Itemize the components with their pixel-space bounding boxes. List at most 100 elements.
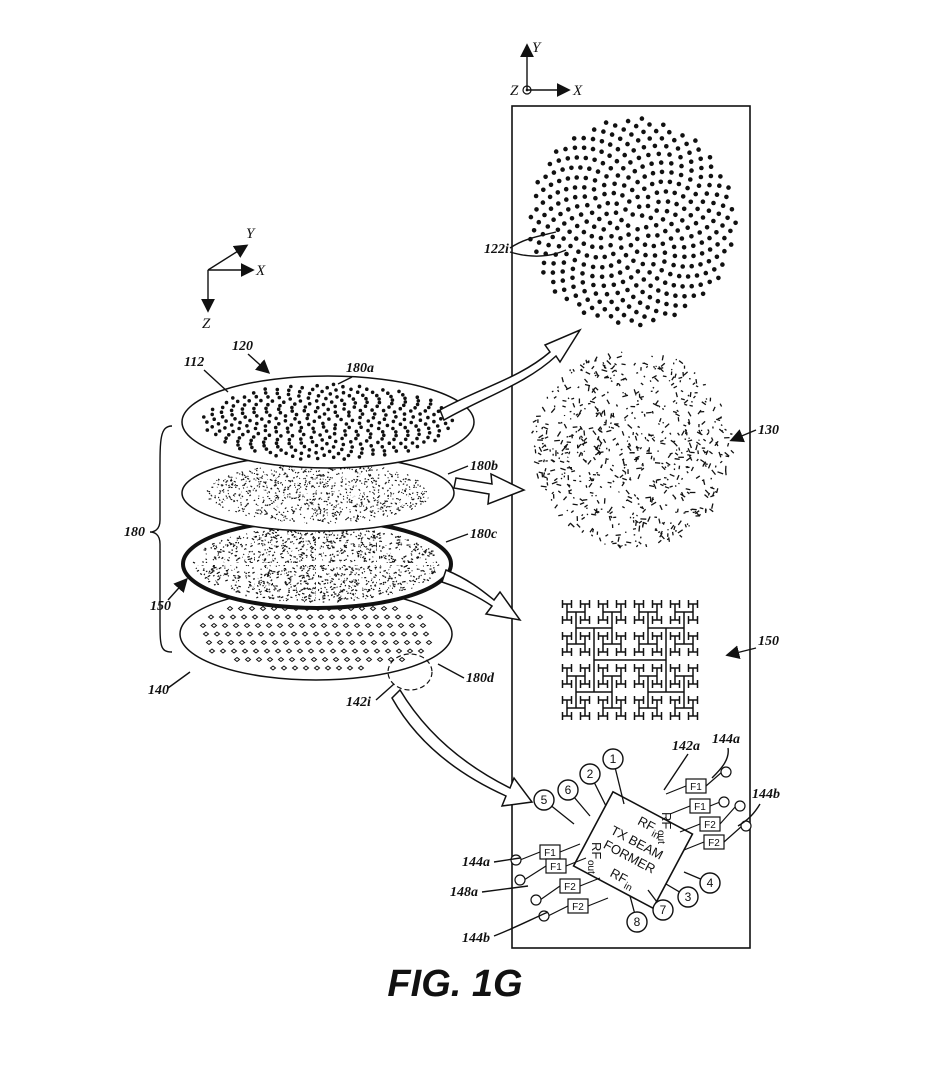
axis-z-label: Z [510,83,519,99]
antenna-element [536,240,542,245]
antenna-element [600,265,605,270]
filter-label: F1 [690,782,702,793]
antenna-element [566,207,571,212]
antenna-element [646,233,651,239]
routing-trace [621,373,624,376]
routing-trace [635,445,639,449]
routing-trace [579,425,583,431]
label-180a: 180a [346,361,374,376]
routing-trace [650,501,657,506]
antenna-element [704,191,710,196]
antenna-element [560,167,565,172]
antenna-element [722,248,727,254]
routing-trace [678,482,680,485]
routing-trace [640,467,645,471]
routing-layer-pattern [531,351,735,549]
routing-trace [670,524,675,530]
antenna-element [658,179,664,185]
antenna-element [595,313,600,318]
routing-trace [667,453,672,459]
leader-144b-bottom [493,911,549,937]
routing-trace [566,509,569,512]
routing-trace [602,364,607,370]
label-144a-top: 144a [712,732,740,747]
routing-trace [561,473,563,476]
routing-trace [638,520,643,524]
antenna-element [636,204,642,209]
routing-trace [596,374,600,379]
routing-trace [584,460,587,463]
routing-trace [606,429,612,433]
routing-trace [624,531,627,534]
routing-trace [626,541,632,544]
routing-trace [622,477,628,481]
routing-trace [568,489,571,493]
routing-trace [591,365,595,370]
routing-trace [591,479,595,482]
antenna-element [685,225,690,230]
antenna-element [621,183,627,188]
label-130: 130 [758,423,779,438]
routing-trace [715,488,719,494]
filter-label: F2 [564,882,576,893]
routing-trace [658,417,662,423]
antenna-element [572,145,578,151]
antenna-element [714,254,720,260]
routing-trace [718,451,722,458]
antenna-element [551,170,557,175]
pin-label: 7 [660,903,667,917]
routing-trace [566,483,571,488]
routing-trace [544,436,549,439]
antenna-element [630,212,635,217]
antenna-element [591,127,597,132]
antenna-element [645,194,651,200]
antenna-element [543,174,548,180]
routing-trace [719,403,723,407]
routing-trace [553,477,558,482]
routing-trace [701,420,706,425]
routing-trace [638,541,642,545]
routing-trace [659,368,664,373]
antenna-element-array [528,116,738,328]
antenna-element [664,144,669,149]
routing-trace [661,407,665,411]
routing-trace [705,450,709,456]
antenna-element [612,123,618,128]
antenna-element [729,207,735,212]
antenna-element [572,257,578,263]
antenna-element [707,182,712,188]
arrow-to-beam-former [391,688,534,807]
routing-trace [678,447,681,451]
antenna-element [607,142,613,147]
routing-trace [626,445,632,452]
antenna-element [562,221,567,226]
antenna-element [573,293,579,299]
routing-trace [707,463,712,469]
label-150-left: 150 [150,599,171,614]
routing-trace [538,434,544,439]
antenna-element [591,282,596,288]
antenna-element [636,155,642,161]
antenna-element [635,236,640,242]
terminal [734,800,746,812]
routing-trace [687,447,691,453]
routing-trace [560,477,563,480]
antenna-element [625,265,630,271]
antenna-element [643,252,648,258]
routing-trace [610,426,615,430]
routing-trace [537,452,542,456]
label-180b: 180b [470,459,498,474]
antenna-element [569,165,574,171]
antenna-element [717,183,722,188]
routing-trace [560,467,566,471]
routing-trace [566,435,569,438]
routing-trace [683,371,689,376]
routing-trace [730,449,735,454]
routing-trace [627,495,633,499]
leader-112 [203,369,229,393]
routing-trace [625,407,629,410]
routing-trace [680,398,685,401]
routing-trace [636,514,638,517]
routing-trace [605,419,607,426]
routing-trace [669,432,672,435]
